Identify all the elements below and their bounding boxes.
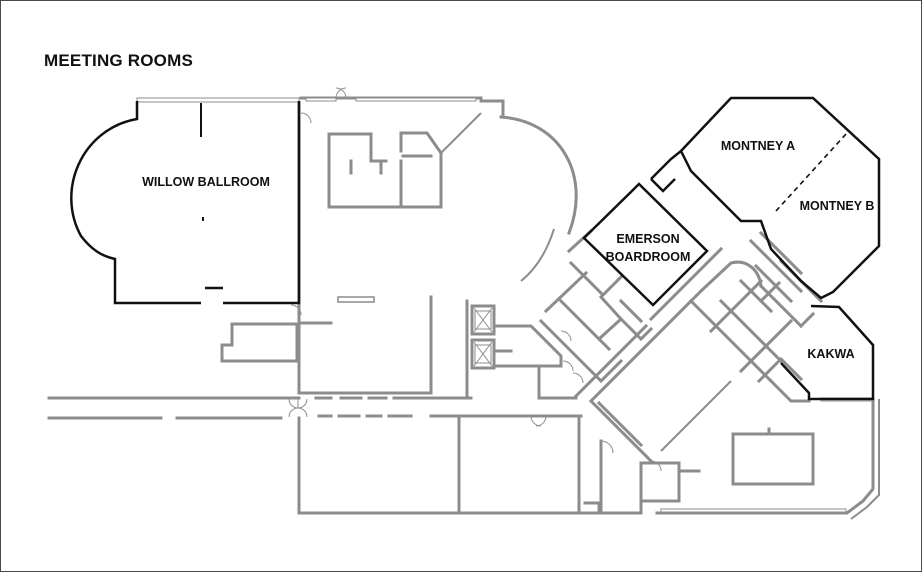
label-boardroom: BOARDROOM xyxy=(606,250,691,264)
label-willow-ballroom: WILLOW BALLROOM xyxy=(142,175,270,189)
meeting-rooms xyxy=(70,96,881,401)
page-title: MEETING ROOMS xyxy=(44,51,193,70)
kakwa-outline xyxy=(780,304,875,401)
willow-ballroom-outline xyxy=(70,101,301,305)
label-montney-a: MONTNEY A xyxy=(721,139,795,153)
windows xyxy=(136,97,874,513)
building-walls xyxy=(47,96,880,520)
label-emerson: EMERSON xyxy=(616,232,679,246)
label-kakwa: KAKWA xyxy=(807,347,854,361)
montney-outline xyxy=(679,96,881,300)
doors xyxy=(288,87,662,472)
label-montney-b: MONTNEY B xyxy=(800,199,875,213)
emerson-boardroom-outline xyxy=(582,182,709,307)
room-labels: WILLOW BALLROOM MONTNEY A MONTNEY B EMER… xyxy=(142,139,874,361)
